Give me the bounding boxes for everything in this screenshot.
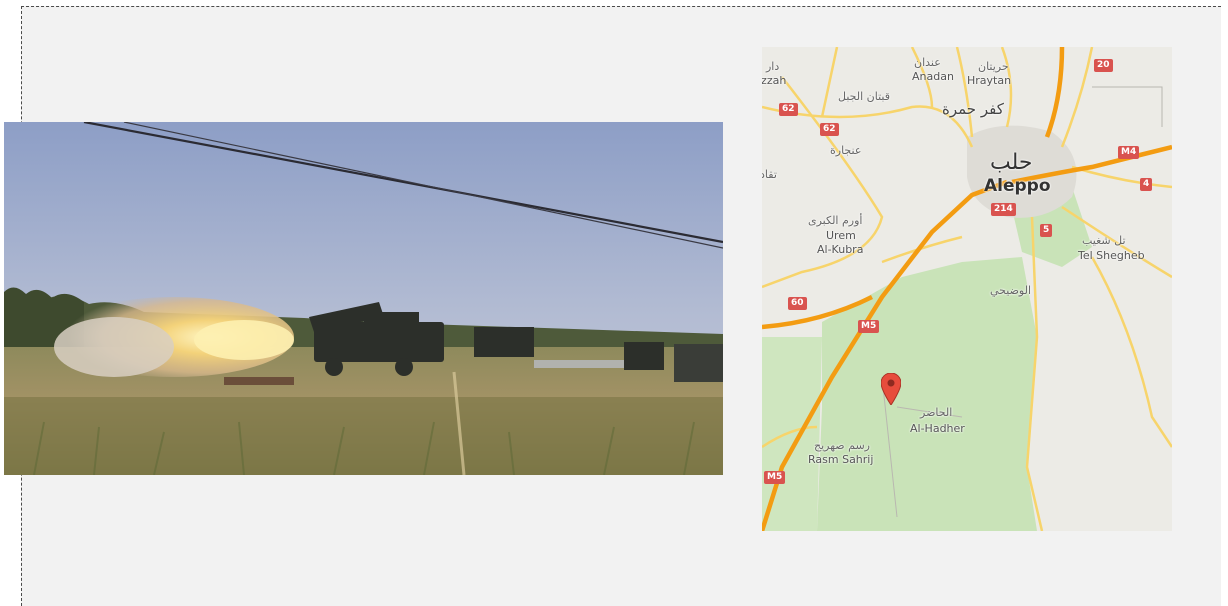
place-anadan-en: Anadan	[912, 70, 954, 83]
place-dar-izzah-ar: دار	[766, 60, 780, 73]
road-shield-m5a: M5	[858, 320, 880, 333]
road-shield-62a: 62	[779, 103, 798, 116]
road-shield-214: 214	[991, 203, 1016, 216]
city-aleppo-en: Aleppo	[984, 176, 1051, 196]
place-hraytan-ar: حريتان	[978, 60, 1009, 73]
place-rasm-sahrij-en: Rasm Sahrij	[808, 453, 874, 466]
place-tel-shegheb-en: Tel Shegheb	[1078, 249, 1145, 262]
place-wadihi-ar: الوضيحي	[990, 284, 1032, 297]
place-hraytan-en: Hraytan	[967, 74, 1012, 87]
place-taqad-ar: تقاد	[762, 168, 777, 181]
road-shield-4: 4	[1140, 178, 1153, 191]
place-rasm-sahrij-ar: رسم صهريج	[814, 439, 870, 452]
road-shield-20: 20	[1094, 59, 1113, 72]
city-aleppo-ar: حلب	[990, 150, 1033, 175]
road-shield-60: 60	[788, 297, 807, 310]
place-urem-en-2: Al-Kubra	[817, 243, 864, 256]
place-urem-en-1: Urem	[826, 229, 856, 242]
place-tel-shegheb-ar: تل شغيب	[1082, 234, 1126, 247]
place-al-hadher-en: Al-Hadher	[910, 422, 965, 435]
place-qabtan-ar: قبتان الجبل	[838, 90, 890, 103]
map-pin-icon[interactable]	[881, 373, 901, 405]
place-anadan-ar: عندان	[914, 56, 941, 69]
place-kafr-hamra-ar: كفر حمرة	[942, 100, 1004, 118]
road-shield-5: 5	[1040, 224, 1053, 237]
place-dar-izzah-en: izzah	[762, 74, 787, 87]
place-anjara-ar: عنجارة	[830, 144, 862, 157]
road-shield-m4: M4	[1118, 146, 1140, 159]
location-map[interactable]: دار izzah عندان Anadan حريتان Hraytan قب…	[762, 47, 1172, 531]
place-al-hadher-ar: الحاضر	[920, 406, 953, 419]
place-urem-ar: أورم الكبرى	[808, 214, 863, 227]
road-shield-62b: 62	[820, 123, 839, 136]
road-shield-m5b: M5	[764, 471, 786, 484]
rocket-launch-photo	[4, 122, 723, 475]
